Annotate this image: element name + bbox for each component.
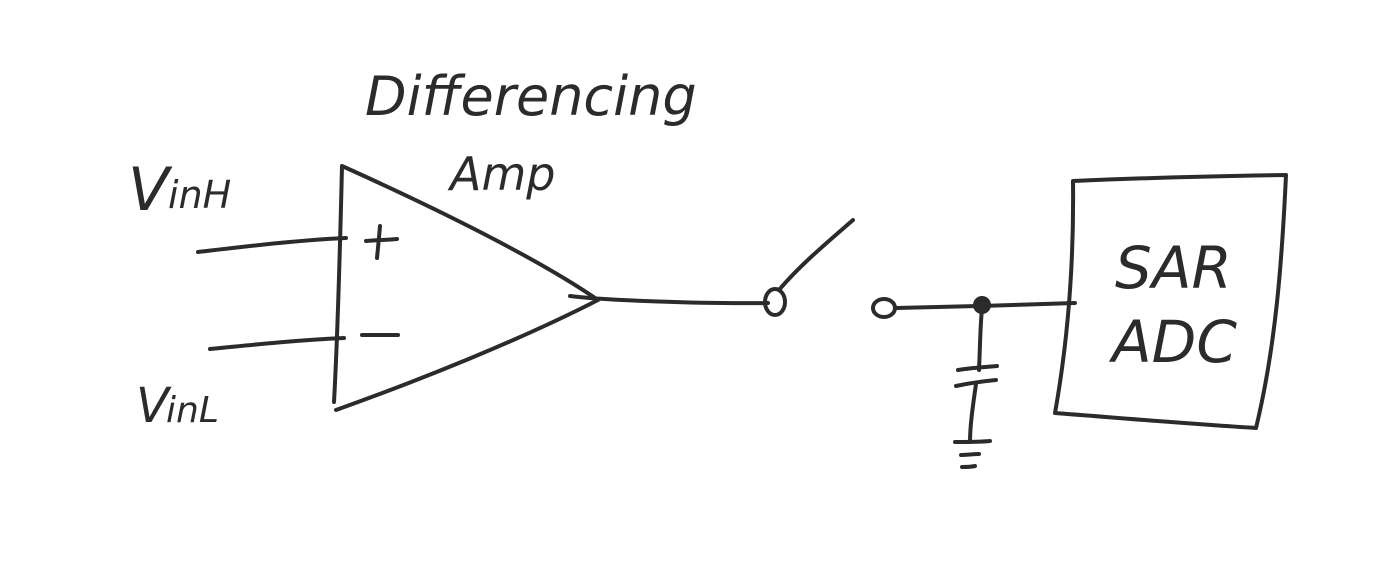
plus-label: + xyxy=(364,256,365,259)
input-low-label: V xyxy=(136,378,172,434)
amp-triangle xyxy=(332,164,600,412)
capacitor-plate-top xyxy=(956,364,999,372)
adc-box xyxy=(1053,173,1288,430)
amp-label-line1: Differencing xyxy=(365,65,697,128)
capacitor-lead-bottom xyxy=(968,382,978,444)
text-layer: Differencing Amp V inH V inL SAR ADC + − xyxy=(128,65,1237,434)
amp-label-line2: Amp xyxy=(447,147,555,201)
input-low-wire xyxy=(208,336,346,351)
input-low-subscript: inL xyxy=(166,390,219,431)
input-high-subscript: inH xyxy=(168,173,231,217)
input-high-wire xyxy=(196,236,348,254)
switch-contact-left xyxy=(763,287,787,317)
ground-line-3 xyxy=(960,464,977,469)
ground-line-1 xyxy=(953,439,992,444)
switch-lever xyxy=(777,218,855,292)
minus-label: − xyxy=(364,347,365,349)
input-high-label: V xyxy=(128,155,173,225)
adc-label-line1: SAR xyxy=(1115,234,1232,302)
capacitor-lead-top xyxy=(977,306,984,372)
amp-output-wire xyxy=(568,294,770,306)
ink-layer xyxy=(196,164,1288,469)
capacitor-plate-bottom xyxy=(954,378,998,388)
ground-line-2 xyxy=(959,452,981,457)
switch-contact-right xyxy=(871,297,897,319)
plus-sign-drawn xyxy=(364,224,399,260)
adc-label-line2: ADC xyxy=(1108,308,1237,376)
